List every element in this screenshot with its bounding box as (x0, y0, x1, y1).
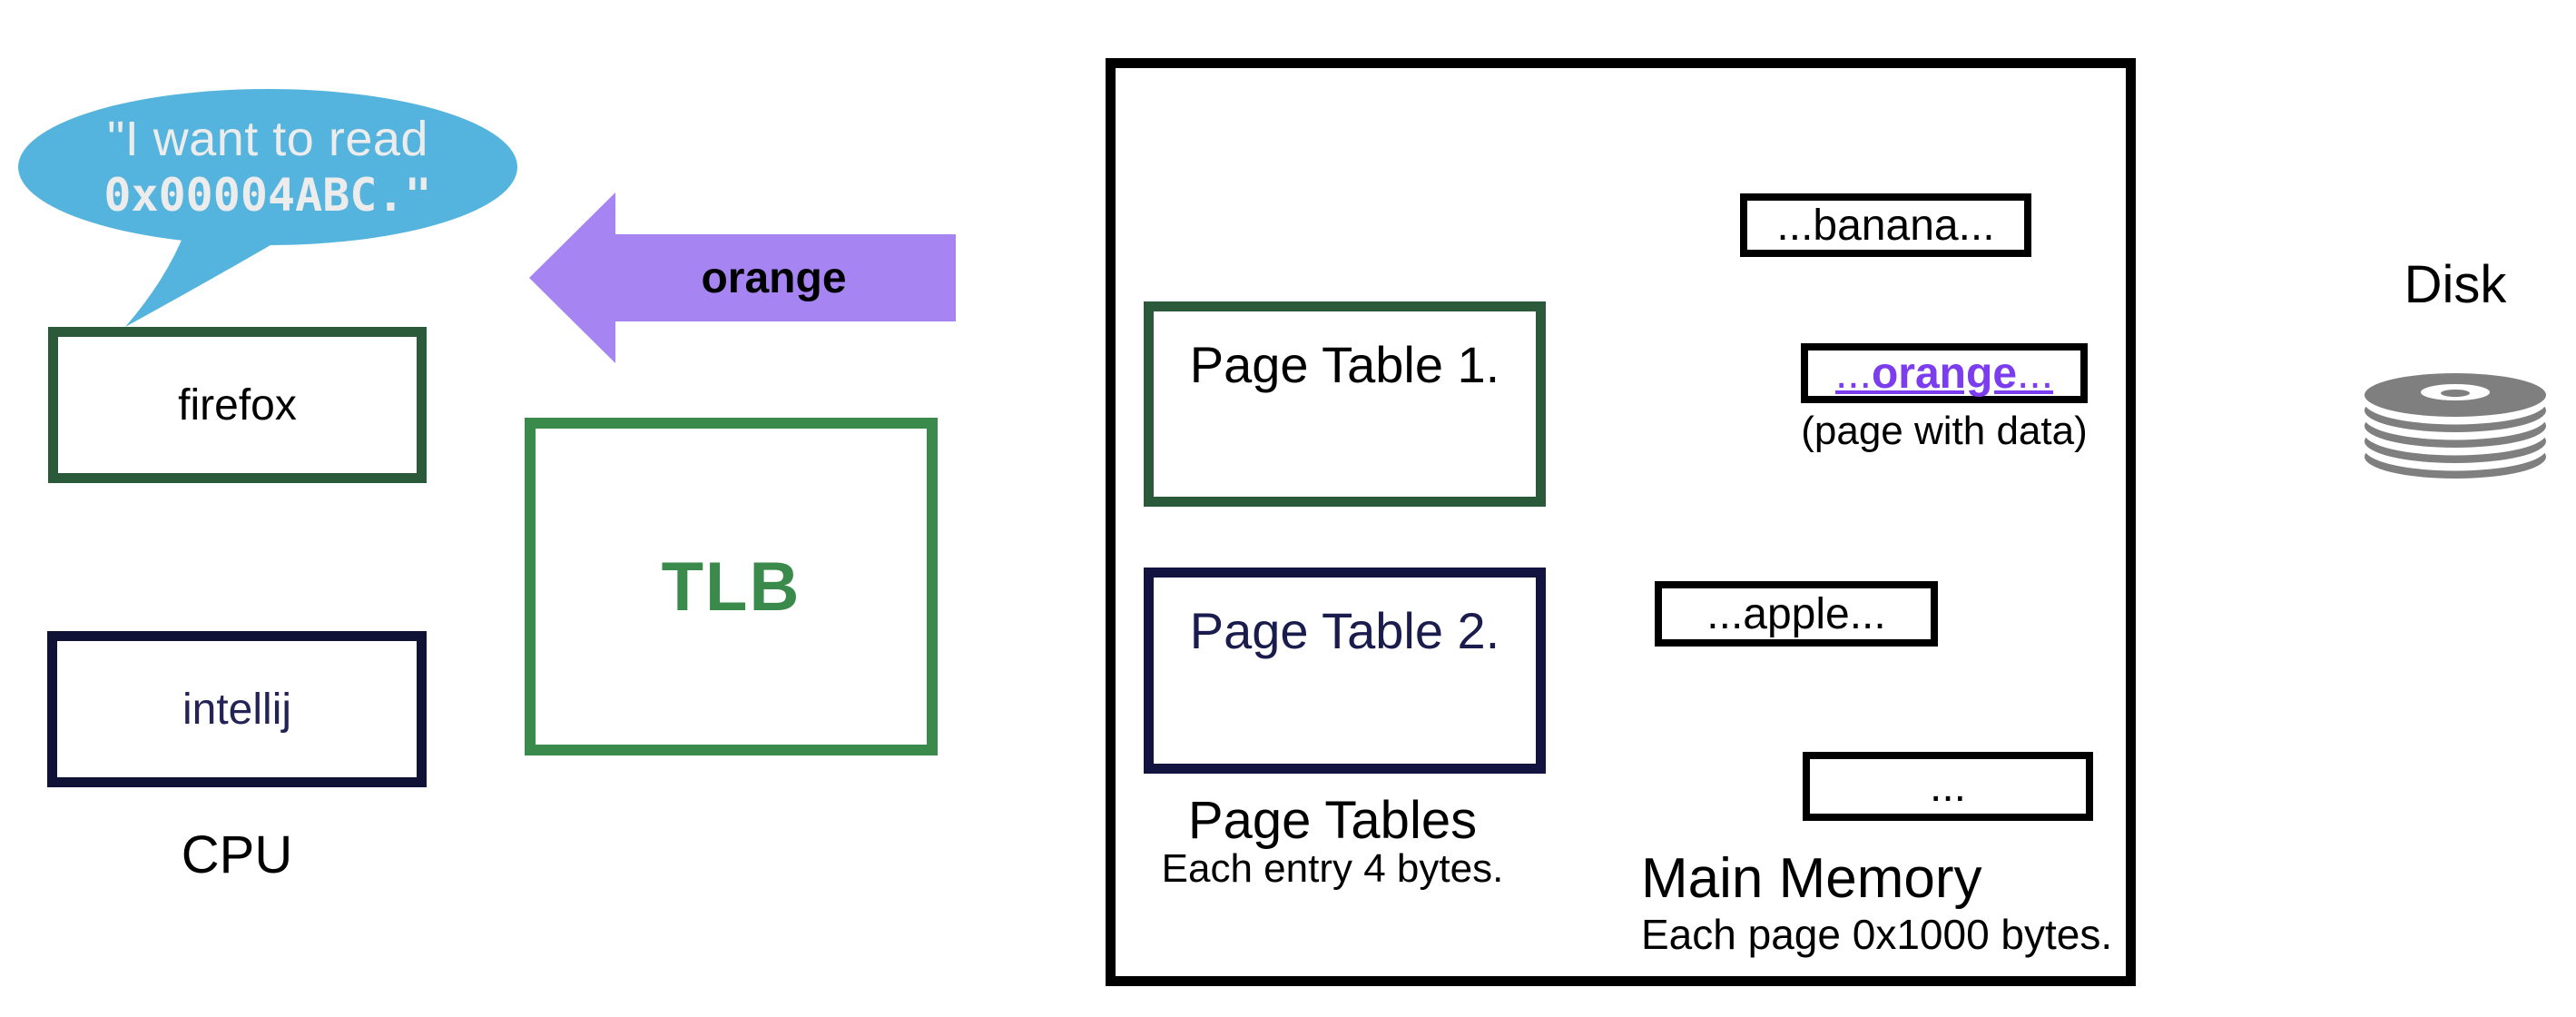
disk-stack-icon (2365, 373, 2546, 479)
memory-page-apple: ...apple... (1655, 581, 1938, 647)
memory-page-banana-label: ...banana... (1776, 201, 1995, 250)
memory-page-orange-caption: (page with data) (1801, 409, 2088, 453)
page-table-1-label: Page Table 1. (1189, 336, 1500, 393)
memory-page-ellipsis-label: ... (1929, 762, 1966, 811)
memory-page-ellipsis: ... (1803, 752, 2093, 821)
process-label-intellij: intellij (182, 685, 292, 734)
memory-page-apple-label: ...apple... (1706, 589, 1886, 638)
memory-page-orange-label: ...orange... (1834, 349, 2054, 398)
speech-bubble-address: 0x00004ABC." (103, 169, 432, 222)
speech-bubble: "I want to read 0x00004ABC." (18, 89, 517, 245)
cpu-label: CPU (181, 825, 293, 884)
page-table-1-box: Page Table 1. (1144, 301, 1546, 507)
page-tables-label: Page Tables (1187, 791, 1478, 850)
main-memory-sublabel: Each page 0x1000 bytes. (1641, 911, 2113, 958)
process-box-intellij: intellij (47, 631, 427, 787)
left-arrow-icon (529, 193, 956, 363)
memory-page-orange: ...orange... (1801, 343, 2088, 403)
memory-page-banana: ...banana... (1740, 193, 2031, 257)
page-table-2-label: Page Table 2. (1189, 602, 1500, 659)
main-memory-label: Main Memory (1641, 847, 1982, 910)
speech-bubble-tail-icon (125, 216, 305, 327)
tlb-label: TLB (661, 548, 801, 626)
page-tables-sublabel: Each entry 4 bytes. (1161, 846, 1504, 891)
tlb-box: TLB (525, 418, 938, 755)
page-table-2-box: Page Table 2. (1144, 568, 1546, 774)
speech-bubble-line1: "I want to read (107, 112, 428, 166)
disk-label: Disk (2404, 255, 2507, 314)
process-box-firefox: firefox (48, 327, 427, 483)
arrow-label: orange (701, 253, 847, 302)
process-label-firefox: firefox (178, 380, 297, 430)
